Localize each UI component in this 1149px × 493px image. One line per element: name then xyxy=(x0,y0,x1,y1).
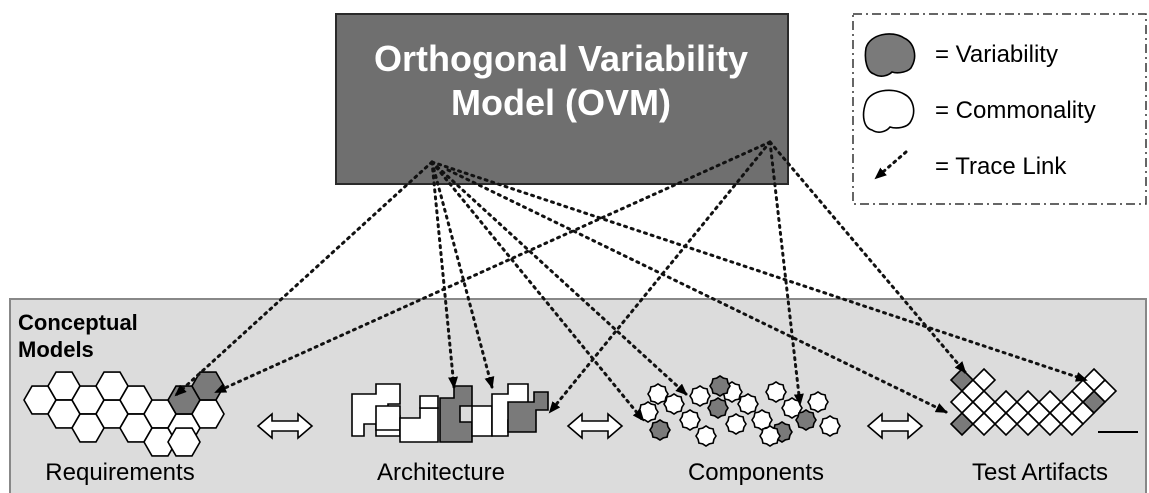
component-gear xyxy=(765,381,787,403)
component-gear xyxy=(795,409,817,431)
panel-title-line1: Conceptual xyxy=(18,310,138,335)
architecture-block xyxy=(471,405,493,437)
architecture-block xyxy=(419,395,439,409)
test-artifact-diamond xyxy=(1015,411,1041,437)
trace-link-arrow xyxy=(430,160,645,422)
component-gear xyxy=(679,409,701,431)
model-label-architecture: Architecture xyxy=(377,459,505,486)
component-gear xyxy=(709,375,731,397)
test-artifact-diamond xyxy=(1092,378,1118,404)
test-artifact-diamond xyxy=(1037,411,1063,437)
component-gear xyxy=(663,393,685,415)
component-gear xyxy=(807,391,829,413)
architecture-block xyxy=(507,391,549,433)
ovm-title-line2: Model (OVM) xyxy=(451,82,671,123)
double-arrow-req-arch xyxy=(256,412,314,440)
requirement-hexagon xyxy=(191,399,225,429)
component-gear xyxy=(737,393,759,415)
commonality-blob-icon xyxy=(862,89,915,133)
trace-link-arrow xyxy=(214,140,772,394)
component-gear xyxy=(819,415,841,437)
test-artifact-diamond xyxy=(971,411,997,437)
trace-link-arrow xyxy=(768,140,804,406)
trace-link-arrow xyxy=(430,160,1088,382)
test-artifacts-model xyxy=(949,367,1118,437)
trace-link-arrow xyxy=(430,160,459,389)
component-gear xyxy=(689,385,711,407)
trace-link-arrow-icon xyxy=(874,150,908,180)
legend-label-trace-link: = Trace Link xyxy=(935,153,1067,180)
trace-link-arrow xyxy=(430,160,688,396)
component-gear xyxy=(647,383,669,405)
double-arrow-arch-comp xyxy=(566,412,624,440)
ovm-box xyxy=(335,13,789,185)
trace-link-arrow xyxy=(768,140,967,374)
components-model xyxy=(637,375,841,447)
test-artifact-diamond xyxy=(1059,411,1085,437)
model-label-test-artifacts: Test Artifacts xyxy=(972,459,1108,486)
legend-label-commonality: = Commonality xyxy=(935,97,1096,124)
requirement-hexagon xyxy=(191,371,225,401)
requirement-hexagon xyxy=(167,427,201,457)
requirement-hexagon xyxy=(71,413,105,443)
trace-link-arrow xyxy=(174,160,434,397)
variability-blob-icon xyxy=(864,33,916,77)
component-gear xyxy=(759,425,781,447)
component-gear xyxy=(707,397,729,419)
trace-link-arrow xyxy=(548,140,772,414)
test-artifact-diamond xyxy=(993,411,1019,437)
model-label-components: Components xyxy=(688,459,824,486)
component-gear xyxy=(725,413,747,435)
model-label-requirements: Requirements xyxy=(45,459,194,486)
trace-links xyxy=(174,140,1088,422)
architecture-block xyxy=(439,385,473,443)
component-gear xyxy=(695,425,717,447)
trace-link-arrow xyxy=(446,168,948,414)
legend-label-variability: = Variability xyxy=(935,41,1058,68)
component-gear xyxy=(649,419,671,441)
ovm-title-line1: Orthogonal Variability xyxy=(374,38,748,79)
panel-title-line2: Models xyxy=(18,337,94,362)
requirements-model xyxy=(23,371,225,457)
architecture-block xyxy=(375,405,401,431)
architecture-model xyxy=(351,383,549,443)
double-arrow-comp-test xyxy=(866,412,924,440)
